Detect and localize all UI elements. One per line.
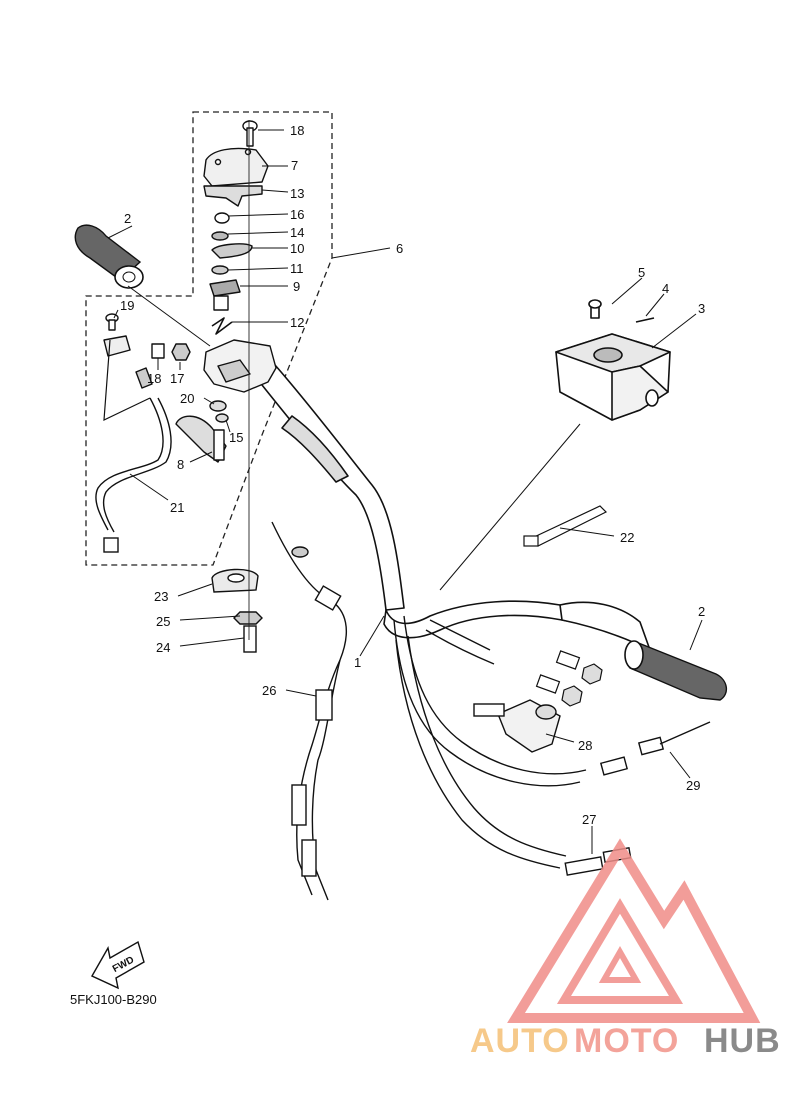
callout-27: 27: [582, 812, 596, 827]
watermark-logo: [507, 838, 761, 1023]
throttle-cable-26: [271, 521, 347, 901]
callout-26: 26: [262, 683, 276, 698]
watermark-text: AUTO MOTO HUB: [470, 1022, 781, 1060]
left-grip: [74, 224, 144, 289]
callout-9: 9: [293, 279, 300, 294]
switch-28: [473, 699, 561, 753]
callout-7: 7: [291, 158, 298, 173]
callout-25: 25: [156, 614, 170, 629]
callout-24: 24: [156, 640, 170, 655]
watermark-hub: HUB: [704, 1022, 781, 1060]
callout-5: 5: [638, 265, 645, 280]
lower-clamp: [211, 568, 263, 653]
cable-tie-22: [523, 505, 608, 547]
callout-3: 3: [698, 301, 705, 316]
callout-4: 4: [662, 281, 669, 296]
switch-wire-21: [95, 339, 172, 553]
callout-14: 14: [290, 225, 304, 240]
watermark-moto: MOTO: [574, 1022, 679, 1060]
small-bolts: [535, 650, 603, 707]
callout-11: 11: [290, 261, 304, 276]
fwd-arrow: FWD: [91, 940, 145, 990]
callout-21: 21: [170, 500, 184, 515]
callout-19: 19: [120, 298, 134, 313]
callout-12: 12: [290, 315, 304, 330]
throttle-housing-parts: [103, 120, 277, 463]
assembly-outline: [85, 111, 333, 566]
callout-6: 6: [396, 241, 403, 256]
callout-2-right: 2: [698, 604, 705, 619]
callout-13: 13: [290, 186, 304, 201]
leader-lines: [107, 129, 703, 854]
handlebar-holder: [555, 299, 671, 421]
callout-29: 29: [686, 778, 700, 793]
callout-18-lower: 18: [147, 371, 161, 386]
callout-16: 16: [290, 207, 304, 222]
callout-2-left: 2: [124, 211, 131, 226]
callout-15: 15: [229, 430, 243, 445]
callout-1: 1: [354, 655, 361, 670]
callout-8: 8: [177, 457, 184, 472]
callout-17: 17: [170, 371, 184, 386]
part-code: 5FKJ100-B290: [70, 992, 157, 1007]
callout-20: 20: [180, 391, 194, 406]
callout-18: 18: [290, 123, 304, 138]
callout-22: 22: [620, 530, 634, 545]
callout-10: 10: [290, 241, 304, 256]
right-grip: [624, 640, 727, 701]
callout-28: 28: [578, 738, 592, 753]
watermark-auto: AUTO: [470, 1022, 570, 1060]
callout-23: 23: [154, 589, 168, 604]
callout-labels: 18 7 13 16 14 10 11 9 12 6 2 19 18 17 20…: [120, 123, 705, 827]
handlebar: [257, 364, 651, 651]
